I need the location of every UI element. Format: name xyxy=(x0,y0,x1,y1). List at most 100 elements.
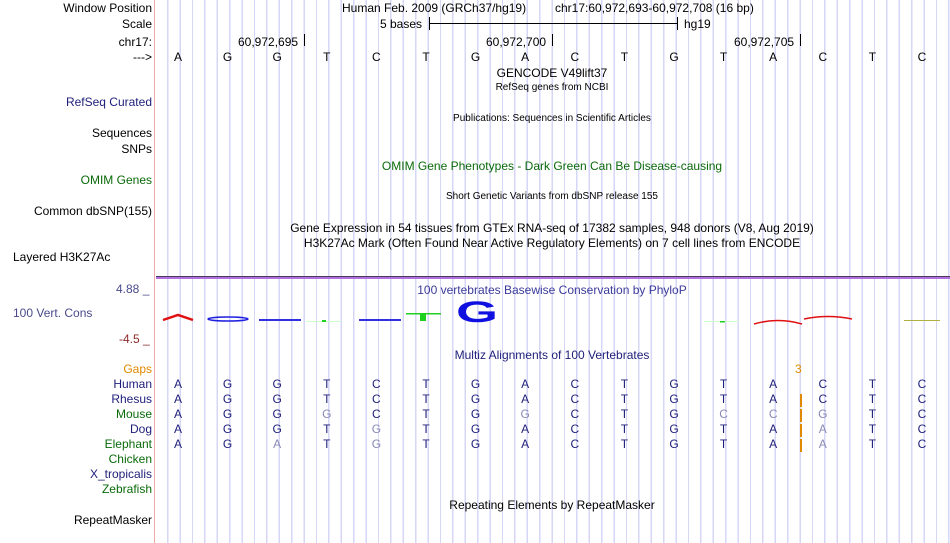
species-label-human[interactable]: Human xyxy=(113,377,152,391)
aligned-base: A xyxy=(273,437,282,451)
aligned-base: A xyxy=(173,392,183,406)
phylop-desc: 100 vertebrates Basewise Conservation by… xyxy=(417,283,687,297)
label-repeatmasker[interactable]: RepeatMasker xyxy=(73,513,152,527)
species-label-zebrafish[interactable]: Zebrafish xyxy=(101,482,152,496)
track-separator xyxy=(156,276,950,277)
base-1: G xyxy=(222,50,233,64)
gap-marker xyxy=(800,424,802,437)
tick-mark xyxy=(800,34,801,46)
base-8: C xyxy=(570,50,580,64)
aligned-base: T xyxy=(620,377,629,391)
aligned-base: G xyxy=(818,407,828,421)
label-scale: Scale xyxy=(121,17,152,31)
aligned-base: G xyxy=(669,392,679,406)
species-label-mouse[interactable]: Mouse xyxy=(115,407,152,421)
aligned-base: G xyxy=(669,437,679,451)
label-h3k27ac[interactable]: Layered H3K27Ac xyxy=(13,250,111,264)
species-label-x_tropicalis[interactable]: X_tropicalis xyxy=(89,467,152,481)
label-refseq[interactable]: RefSeq Curated xyxy=(65,95,152,109)
aligned-base: C xyxy=(719,407,728,421)
label-gaps: Gaps xyxy=(123,362,152,376)
aligned-base: A xyxy=(769,377,778,391)
tick-mark xyxy=(552,34,553,46)
publications-desc: Publications: Sequences in Scientific Ar… xyxy=(453,113,651,124)
label-chrom: chr17: xyxy=(118,35,152,49)
aligned-base: A xyxy=(173,377,183,391)
aligned-base: T xyxy=(719,437,728,451)
aligned-base: C xyxy=(917,422,927,436)
cons-min: -4.5 _ xyxy=(119,332,150,346)
aligned-base: C xyxy=(917,407,927,421)
aligned-base: T xyxy=(620,437,629,451)
species-label-chicken[interactable]: Chicken xyxy=(108,452,152,466)
label-snps[interactable]: SNPs xyxy=(121,142,152,156)
logo-g-blue xyxy=(259,319,301,321)
base-9: T xyxy=(620,50,629,64)
aligned-base: A xyxy=(769,437,778,451)
tick-label: 60,972,705 xyxy=(734,35,795,49)
species-label-rhesus[interactable]: Rhesus xyxy=(111,392,152,406)
aligned-base: G xyxy=(669,407,679,421)
species-label-dog[interactable]: Dog xyxy=(129,422,152,436)
aligned-base: T xyxy=(323,377,331,391)
aligned-base: G xyxy=(222,407,233,421)
tick-mark xyxy=(304,34,305,46)
label-cons[interactable]: 100 Vert. Cons xyxy=(13,306,93,320)
aligned-base: T xyxy=(868,377,877,391)
base-6: G xyxy=(470,50,481,64)
aligned-base: C xyxy=(818,392,828,406)
species-label-elephant[interactable]: Elephant xyxy=(104,437,152,451)
aligned-base: C xyxy=(372,392,381,406)
aligned-base: A xyxy=(173,407,183,421)
aligned-base: T xyxy=(719,377,728,391)
conservation-logo: G xyxy=(162,296,940,329)
aligned-base: T xyxy=(620,422,629,436)
label-omim[interactable]: OMIM Genes xyxy=(80,173,152,187)
aligned-base: T xyxy=(719,392,728,406)
aligned-base: G xyxy=(470,377,481,391)
gencode-title[interactable]: GENCODE V49lift37 xyxy=(496,66,608,80)
base-11: T xyxy=(719,50,728,64)
aligned-base: A xyxy=(818,437,827,451)
logo-g-blue xyxy=(207,316,249,322)
dbsnp-desc: Short Genetic Variants from dbSNP releas… xyxy=(446,191,658,202)
base-7: A xyxy=(521,50,530,64)
aligned-base: A xyxy=(769,422,778,436)
label-divider xyxy=(154,0,155,543)
aligned-base: T xyxy=(868,437,877,451)
gap-count: 3 xyxy=(795,362,802,376)
aligned-base: G xyxy=(371,437,382,451)
base-0: A xyxy=(173,50,183,64)
label-strand[interactable]: ---> xyxy=(133,50,152,64)
scale-label: 5 bases xyxy=(380,17,423,31)
aligned-base: T xyxy=(422,392,430,406)
aligned-base: T xyxy=(868,422,877,436)
logo-red xyxy=(753,319,803,325)
aligned-base: G xyxy=(470,437,481,451)
aligned-base: G xyxy=(470,392,481,406)
aligned-base: C xyxy=(570,407,580,421)
aligned-base: C xyxy=(372,407,381,421)
base-15: C xyxy=(917,50,927,64)
aligned-base: C xyxy=(570,422,580,436)
logo-olive xyxy=(904,320,940,321)
base-12: A xyxy=(769,50,778,64)
base-2: G xyxy=(272,50,282,64)
aligned-base: G xyxy=(669,422,679,436)
aligned-base: T xyxy=(620,407,629,421)
logo-g-large: G xyxy=(456,296,498,329)
aligned-base: G xyxy=(470,407,481,421)
aligned-base: G xyxy=(222,437,233,451)
label-window-position: Window Position xyxy=(63,1,152,15)
aligned-base: C xyxy=(917,437,927,451)
aligned-base: A xyxy=(769,392,778,406)
aligned-base: C xyxy=(372,377,381,391)
aligned-base: G xyxy=(272,407,282,421)
label-dbsnp[interactable]: Common dbSNP(155) xyxy=(33,204,152,218)
aligned-base: C xyxy=(818,377,828,391)
omim-desc: OMIM Gene Phenotypes - Dark Green Can Be… xyxy=(381,159,723,173)
aligned-base: G xyxy=(272,377,282,391)
label-sequences[interactable]: Sequences xyxy=(91,126,152,140)
aligned-base: T xyxy=(868,407,877,421)
aligned-base: T xyxy=(422,407,430,421)
